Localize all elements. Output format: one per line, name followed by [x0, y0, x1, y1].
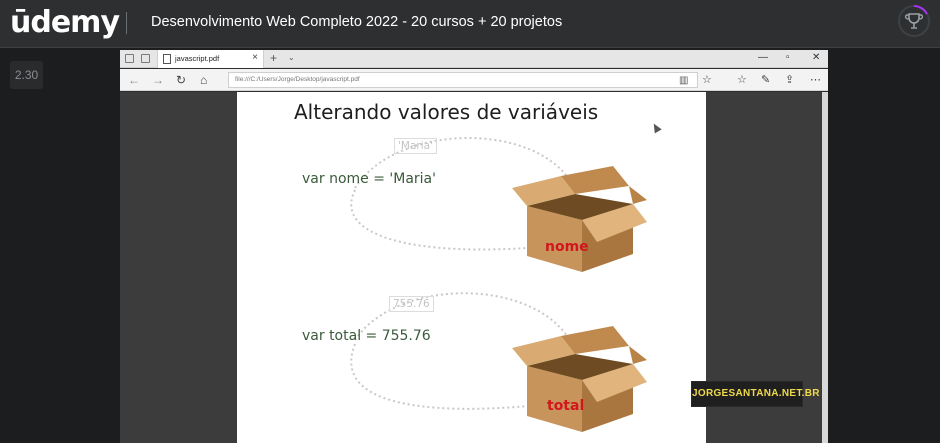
share-icon[interactable]: ⇪	[785, 74, 795, 86]
trophy-icon	[898, 5, 930, 37]
course-title: Desenvolvimento Web Completo 2022 - 20 c…	[151, 14, 563, 30]
minimize-icon[interactable]: —	[758, 52, 768, 63]
browser-address-bar: ← → ↻ ⌂ file:///C:/Users/Jorge/Desktop/j…	[120, 69, 828, 91]
more-options-icon[interactable]: ⋯	[810, 74, 821, 86]
tab-title: javascript.pdf	[175, 54, 220, 63]
favorites-hub-icon[interactable]: ☆	[737, 74, 747, 86]
url-field[interactable]: file:///C:/Users/Jorge/Desktop/javascrip…	[228, 72, 698, 88]
code-line-total: var total = 755.76	[302, 328, 431, 344]
cardboard-box-icon	[512, 166, 647, 272]
home-icon[interactable]: ⌂	[200, 73, 208, 87]
header-divider	[126, 12, 127, 34]
value-label-maria: 'Maria'	[394, 138, 437, 154]
reading-view-icon[interactable]: ▥	[679, 75, 689, 86]
tab-set-aside-icon[interactable]	[125, 54, 134, 63]
tab-close-icon[interactable]: ×	[252, 52, 258, 63]
cardboard-box-icon	[512, 326, 647, 432]
code-line-nome: var nome = 'Maria'	[302, 171, 436, 187]
logo-text: ūdemy	[10, 5, 120, 40]
progress-button[interactable]	[896, 3, 932, 39]
udemy-header: ūdemy Desenvolvimento Web Completo 2022 …	[0, 0, 940, 48]
value-label-total: 755.76	[389, 296, 434, 312]
back-icon[interactable]: ←	[128, 73, 140, 87]
box-label-nome: nome	[545, 239, 589, 255]
forward-icon[interactable]: →	[152, 73, 164, 87]
playback-speed-button[interactable]: 2.30	[10, 61, 43, 89]
slide-title: Alterando valores de variáveis	[294, 100, 599, 124]
refresh-icon[interactable]: ↻	[176, 73, 187, 87]
box-label-total: total	[547, 398, 585, 414]
window-close-icon[interactable]: ✕	[812, 52, 821, 63]
browser-tab-strip: javascript.pdf × + ⌄ — ▫ ✕	[120, 50, 828, 68]
pdf-file-icon	[163, 54, 171, 64]
url-text: file:///C:/Users/Jorge/Desktop/javascrip…	[235, 76, 360, 83]
web-note-icon[interactable]: ✎	[761, 74, 771, 86]
pdf-page: Alterando valores de variáveis 'Maria' v…	[237, 92, 706, 443]
tab-preview-icon[interactable]	[141, 54, 150, 63]
udemy-logo[interactable]: ūdemy	[10, 4, 120, 42]
pdf-scrollbar[interactable]	[822, 92, 828, 443]
maximize-icon[interactable]: ▫	[786, 52, 790, 63]
watermark: JORGESANTANA.NET.BR	[691, 381, 819, 407]
favorite-star-icon[interactable]: ☆	[702, 74, 712, 86]
tab-list-chevron-icon[interactable]: ⌄	[288, 53, 295, 62]
new-tab-icon[interactable]: +	[270, 51, 278, 65]
browser-tab[interactable]: javascript.pdf ×	[157, 50, 264, 68]
